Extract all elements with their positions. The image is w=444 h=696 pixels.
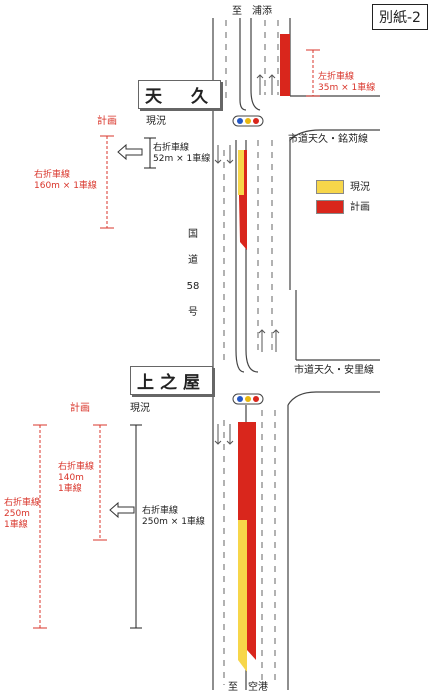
median-mid (245, 140, 259, 373)
legend-plan-swatch (316, 200, 344, 214)
current-right-turn-lane-south (238, 520, 247, 672)
signal-north (232, 115, 264, 127)
signal-south (232, 393, 264, 405)
current-right-turn-lane-north (238, 150, 244, 195)
direction-bottom: 至 空港 (228, 682, 268, 693)
label-current-south: 現況 (130, 403, 150, 414)
cross-road-north: 市道天久・銘苅線 (288, 134, 368, 145)
label-plan-south: 計画 (70, 403, 90, 414)
place-name-north: 天 久 (138, 80, 221, 109)
sheet-label: 別紙-2 (372, 4, 428, 30)
median-north (250, 18, 261, 111)
cross-road-south: 市道天久・安里線 (294, 365, 374, 376)
label-current-north: 現況 (146, 116, 166, 127)
legend-current-swatch (316, 180, 344, 194)
arrow-south (109, 501, 135, 519)
direction-top: 至 浦添 (232, 6, 272, 17)
label-plan-north: 計画 (97, 116, 117, 127)
plan-left-turn-lane-north (280, 34, 290, 96)
legend-current: 現況 (316, 180, 370, 194)
place-name-south: 上之屋 (130, 366, 213, 395)
legend-plan: 計画 (316, 200, 370, 214)
arrow-north (117, 143, 143, 161)
